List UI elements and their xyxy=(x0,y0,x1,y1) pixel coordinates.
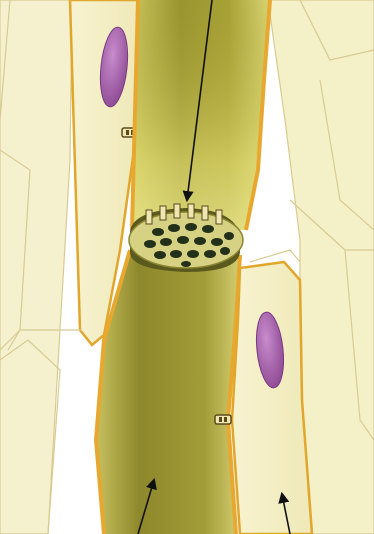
sieve-tube-lower xyxy=(96,250,240,534)
sieve-tube-upper xyxy=(132,0,270,230)
companion-cell-lower xyxy=(232,250,312,534)
plasmodesma-lower xyxy=(215,415,231,424)
